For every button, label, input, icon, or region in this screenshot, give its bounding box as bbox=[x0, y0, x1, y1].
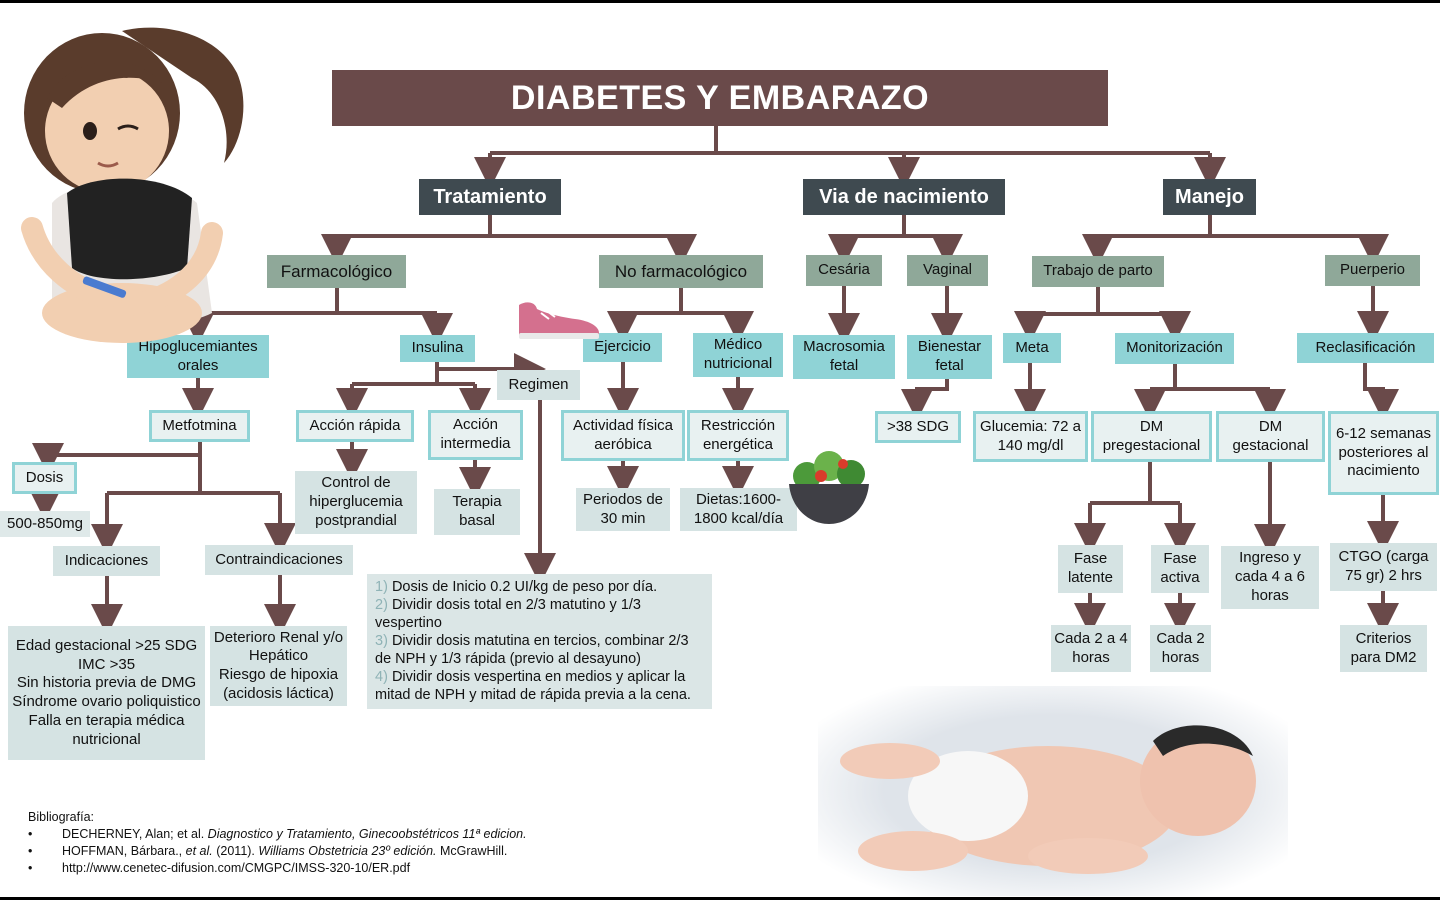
step-number: 3) bbox=[375, 633, 388, 649]
node-contraindicaciones: Contraindicaciones bbox=[205, 545, 353, 575]
page-title: DIABETES Y EMBARAZO bbox=[332, 70, 1108, 126]
diagram-canvas: DIABETES Y EMBARAZO Tratamiento Via de n… bbox=[0, 3, 1440, 897]
node-semanas: 6-12 semanas posteriores al nacimiento bbox=[1328, 411, 1439, 495]
ref-author: DECHERNEY, Alan; et al. bbox=[62, 827, 208, 841]
node-reclasificacion: Reclasificación bbox=[1297, 333, 1434, 363]
node-dosis: Dosis bbox=[12, 462, 77, 494]
node-dm-gestacional: DM gestacional bbox=[1216, 411, 1325, 462]
node-bienestar: Bienestar fetal bbox=[907, 335, 992, 379]
regimen-step: 3) Dividir dosis matutina en tercios, co… bbox=[375, 632, 704, 668]
step-number: 1) bbox=[375, 579, 388, 595]
indicacion-item: Falla en terapia médica nutricional bbox=[28, 711, 185, 748]
node-no-farmacologico: No farmacológico bbox=[599, 255, 763, 288]
node-ctgo: CTGO (carga 75 gr) 2 hrs bbox=[1330, 543, 1437, 591]
ref-title: Diagnostico y Tratamiento, Ginecoobstétr… bbox=[207, 827, 527, 841]
node-macrosomia: Macrosomia fetal bbox=[793, 335, 895, 379]
step-number: 4) bbox=[375, 669, 388, 685]
contraindicaciones-list: Deterioro Renal y/o Hepático Riesgo de h… bbox=[210, 626, 347, 706]
node-indicaciones: Indicaciones bbox=[53, 546, 160, 576]
bibliography-item: • DECHERNEY, Alan; et al. Diagnostico y … bbox=[28, 827, 527, 841]
node-insulina: Insulina bbox=[400, 335, 475, 362]
node-glucemia: Glucemia: 72 a 140 mg/dl bbox=[973, 411, 1088, 462]
contraindicacion-item: Deterioro Renal y/o Hepático bbox=[213, 628, 344, 665]
ref-year: (2011). bbox=[212, 844, 259, 858]
step-text: Dividir dosis matutina en tercios, combi… bbox=[375, 633, 689, 667]
contraindicacion-item: Riesgo de hipoxia (acidosis láctica) bbox=[218, 666, 339, 702]
newborn-baby-photo bbox=[818, 686, 1288, 896]
ref-url[interactable]: http://www.cenetec-difusion.com/CMGPC/IM… bbox=[62, 861, 411, 875]
node-vaginal: Vaginal bbox=[907, 255, 988, 286]
regimen-steps: 1) Dosis de Inicio 0.2 UI/kg de peso por… bbox=[367, 574, 712, 709]
node-actividad-fisica: Actividad física aeróbica bbox=[561, 410, 685, 461]
node-medico-nutricional: Médico nutricional bbox=[693, 333, 783, 377]
node-accion-rapida: Acción rápida bbox=[296, 410, 414, 442]
indicacion-item: Síndrome ovario poliquistico bbox=[12, 693, 201, 710]
pregnant-woman-illustration bbox=[21, 27, 244, 343]
node-fase-activa: Fase activa bbox=[1151, 545, 1209, 593]
node-criterios: Criterios para DM2 bbox=[1340, 625, 1427, 672]
connector-lines bbox=[29, 126, 1399, 636]
regimen-step: 2) Dividir dosis total en 2/3 matutino y… bbox=[375, 596, 704, 632]
connector bbox=[901, 379, 949, 421]
node-accion-intermedia: Acción intermedia bbox=[428, 410, 523, 460]
bibliography-item: • http://www.cenetec-difusion.com/CMGPC/… bbox=[28, 861, 411, 875]
dosis-value: 500-850mg bbox=[0, 511, 90, 537]
node-trabajo-parto: Trabajo de parto bbox=[1032, 256, 1164, 287]
node-dietas: Dietas:1600-1800 kcal/día bbox=[680, 488, 797, 531]
node-monitorizacion: Monitorización bbox=[1115, 333, 1234, 364]
step-number: 2) bbox=[375, 597, 388, 613]
ref-title: Williams Obstetricia 23º edición. bbox=[258, 844, 437, 858]
node-puerperio: Puerperio bbox=[1325, 255, 1420, 286]
branch-tratamiento: Tratamiento bbox=[419, 179, 561, 215]
indicacion-item: Sin historia previa de DMG bbox=[16, 674, 197, 692]
indicacion-item: Edad gestacional >25 SDG bbox=[15, 636, 198, 654]
salad-bowl-icon bbox=[789, 451, 869, 524]
step-text: Dividir dosis vespertina en medios y apl… bbox=[375, 669, 691, 703]
node-cada-2: Cada 2 horas bbox=[1150, 625, 1211, 672]
node-fase-latente: Fase latente bbox=[1058, 545, 1123, 593]
bibliography-item: • HOFFMAN, Bárbara., et al. (2011). Will… bbox=[28, 844, 508, 858]
node-regimen: Regimen bbox=[497, 370, 580, 400]
connector bbox=[32, 443, 200, 475]
branch-via-nacimiento: Via de nacimiento bbox=[803, 179, 1005, 215]
node-dm-pregestacional: DM pregestacional bbox=[1091, 411, 1212, 462]
node-meta: Meta bbox=[1003, 333, 1061, 363]
step-text: Dividir dosis total en 2/3 matutino y 1/… bbox=[375, 597, 641, 631]
node-terapia-basal: Terapia basal bbox=[434, 489, 520, 535]
node-restriccion: Restricción energética bbox=[687, 410, 789, 461]
node-cada-2-a-4: Cada 2 a 4 horas bbox=[1051, 625, 1131, 672]
node-periodos: Periodos de 30 min bbox=[576, 488, 670, 531]
regimen-step: 1) Dosis de Inicio 0.2 UI/kg de peso por… bbox=[375, 578, 704, 596]
node-38-sdg: >38 SDG bbox=[875, 411, 961, 443]
connector bbox=[1363, 363, 1399, 421]
node-metformina: Metfotmina bbox=[149, 410, 250, 442]
ref-publisher: McGrawHill. bbox=[436, 844, 508, 858]
node-ingreso: Ingreso y cada 4 a 6 horas bbox=[1221, 546, 1319, 609]
node-hipoglucemiantes: Hipoglucemiantes orales bbox=[127, 335, 269, 378]
bibliography: Bibliografía: • DECHERNEY, Alan; et al. … bbox=[28, 809, 527, 877]
step-text: Dosis de Inicio 0.2 UI/kg de peso por dí… bbox=[391, 579, 658, 595]
branch-manejo: Manejo bbox=[1163, 179, 1256, 215]
indicaciones-list: Edad gestacional >25 SDG IMC >35 Sin his… bbox=[8, 626, 205, 760]
regimen-step: 4) Dividir dosis vespertina en medios y … bbox=[375, 668, 704, 704]
node-farmacologico: Farmacológico bbox=[267, 255, 406, 288]
node-control-hiperglucemia: Control de hiperglucemia postprandial bbox=[295, 471, 417, 534]
bibliography-heading: Bibliografía: bbox=[28, 810, 95, 824]
ref-author: HOFFMAN, Bárbara., bbox=[62, 844, 186, 858]
shoe-icon bbox=[519, 302, 599, 339]
ref-etal: et al. bbox=[185, 844, 213, 858]
indicacion-item: IMC >35 bbox=[77, 655, 136, 673]
node-cesarea: Cesária bbox=[806, 255, 882, 286]
